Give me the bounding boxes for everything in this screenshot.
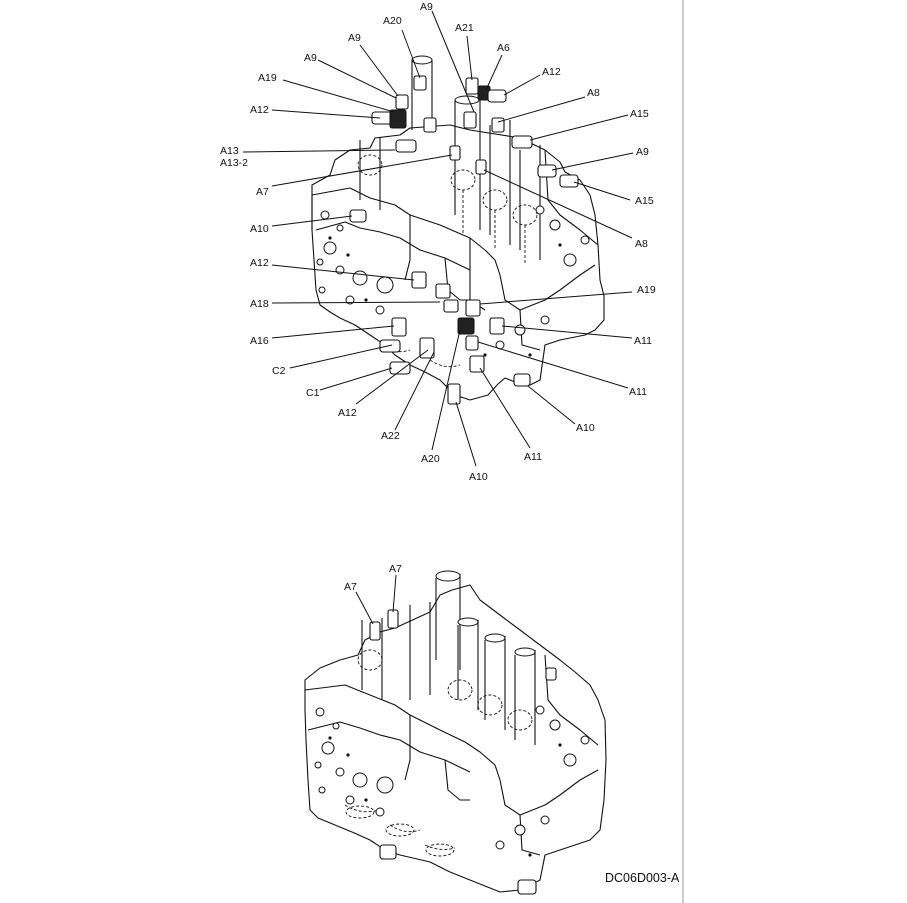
callout-label: A19	[637, 284, 656, 296]
callout-label: A16	[250, 335, 269, 347]
callout-label: A10	[250, 223, 269, 235]
callout-label: C1	[306, 387, 320, 399]
upper-leader-lines	[242, 10, 634, 467]
upper-valve-assembly	[311, 55, 605, 405]
upper-callouts: A9 A20 A21 A6 A9 A12 A9 A19 A8 A12 A15 A…	[220, 1, 656, 483]
callout-label: A11	[524, 451, 542, 463]
callout-label: A10	[469, 471, 488, 483]
callout-label: A12	[542, 66, 561, 78]
callout-label: A7	[389, 563, 402, 575]
drawing-id: DC06D003-A	[605, 871, 680, 885]
callout-label: A12	[338, 407, 357, 419]
callout-label: A7	[344, 581, 357, 593]
callout-label: A20	[421, 453, 440, 465]
lower-valve-assembly	[304, 570, 607, 895]
callout-label: A20	[383, 15, 402, 27]
callout-label: A9	[348, 32, 361, 44]
callout-label: A11	[634, 335, 652, 347]
callout-label: A9	[420, 1, 433, 13]
callout-label: A11	[629, 386, 647, 398]
fitting-group	[349, 75, 579, 405]
callout-label: A12	[250, 257, 269, 269]
lower-leader-lines	[355, 574, 397, 625]
callout-label: A15	[635, 195, 654, 207]
callout-label: A7	[256, 186, 269, 198]
callout-label: A13	[220, 145, 239, 157]
callout-label: A8	[587, 87, 600, 99]
callout-label: A9	[304, 52, 317, 64]
callout-label: A8	[635, 238, 648, 250]
callout-label: A15	[630, 108, 649, 120]
callout-label: A22	[381, 430, 400, 442]
callout-label: A19	[258, 72, 277, 84]
callout-label: A12	[250, 104, 269, 116]
callout-label: A21	[455, 22, 474, 34]
callout-label: C2	[272, 365, 286, 377]
callout-label: A10	[576, 422, 595, 434]
callout-label: A18	[250, 298, 269, 310]
lower-callouts: A7 A7	[344, 563, 402, 593]
callout-label: A9	[636, 146, 649, 158]
callout-label: A13-2	[220, 157, 248, 169]
callout-label: A6	[497, 42, 510, 54]
